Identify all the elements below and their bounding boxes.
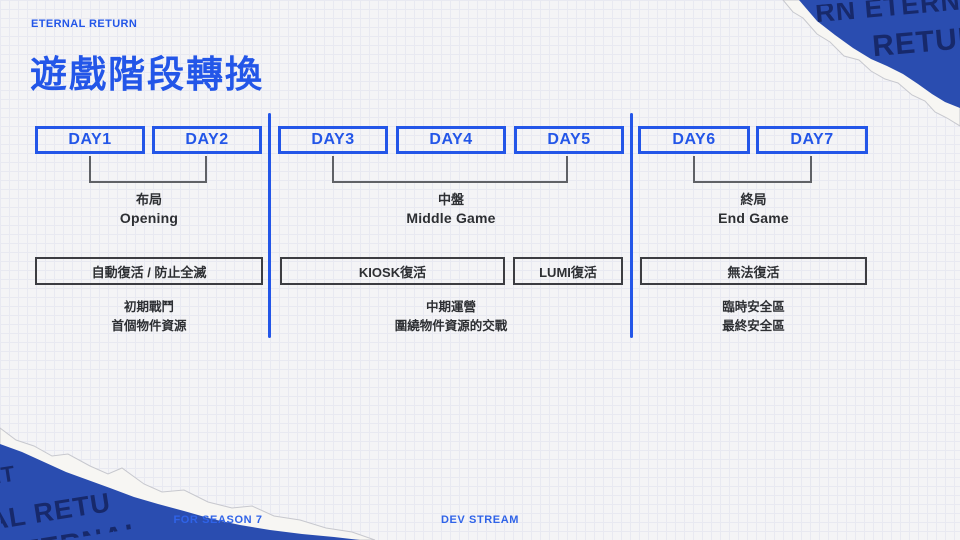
brand-label: ETERNAL RETURN — [31, 18, 138, 30]
phase-note: 首個物件資源 — [111, 319, 187, 333]
torn-text-fragment: RETUR — [871, 21, 960, 63]
phase-note: 臨時安全區 — [722, 300, 785, 314]
bracket-end-game — [693, 156, 812, 183]
rule-box-auto-revive: 自動復活 / 防止全滅 — [35, 257, 263, 285]
footer-stream-label: DEV STREAM — [440, 514, 520, 526]
phase-divider — [630, 113, 633, 338]
torn-paper-top-right: RN ETERN RETUR — [782, 0, 960, 127]
phase-note: 中期運營 — [425, 300, 476, 314]
day-box-day7: DAY7 — [756, 126, 868, 154]
bracket-middle-game — [332, 156, 568, 183]
day-box-day6: DAY6 — [638, 126, 750, 154]
day-box-day1: DAY1 — [35, 126, 145, 154]
phase-divider — [268, 113, 271, 338]
torn-text-fragment: AL RETU — [0, 487, 113, 536]
phase-note: 最終安全區 — [722, 319, 785, 333]
phase-note: 初期戰鬥 — [123, 300, 174, 314]
phase-label-en: Middle Game — [406, 210, 496, 226]
day-box-day2: DAY2 — [152, 126, 262, 154]
day-box-day4: DAY4 — [396, 126, 506, 154]
day-box-day5: DAY5 — [514, 126, 624, 154]
phase-label-en: Opening — [119, 210, 179, 226]
phase-label-zh: 布局 — [135, 192, 162, 207]
footer-season-label: FOR SEASON 7 — [173, 514, 263, 526]
phase-label-zh: 中盤 — [437, 192, 464, 207]
day-box-day3: DAY3 — [278, 126, 388, 154]
rule-box-no-revive: 無法復活 — [640, 257, 867, 285]
torn-text-fragment: ETERNAL — [0, 517, 147, 540]
rule-box-lumi-revive: LUMI復活 — [513, 257, 623, 285]
phase-label-en: End Game — [718, 210, 789, 226]
phase-label-zh: 終局 — [740, 192, 767, 207]
torn-text-fragment: RN ETERN — [814, 0, 960, 28]
torn-text-fragment: ET — [0, 461, 17, 490]
bracket-opening — [89, 156, 207, 183]
rule-box-kiosk-revive: KIOSK復活 — [280, 257, 505, 285]
phase-note: 圍繞物件資源的交戰 — [394, 319, 508, 333]
page-title: 遊戲階段轉換 — [30, 54, 264, 95]
